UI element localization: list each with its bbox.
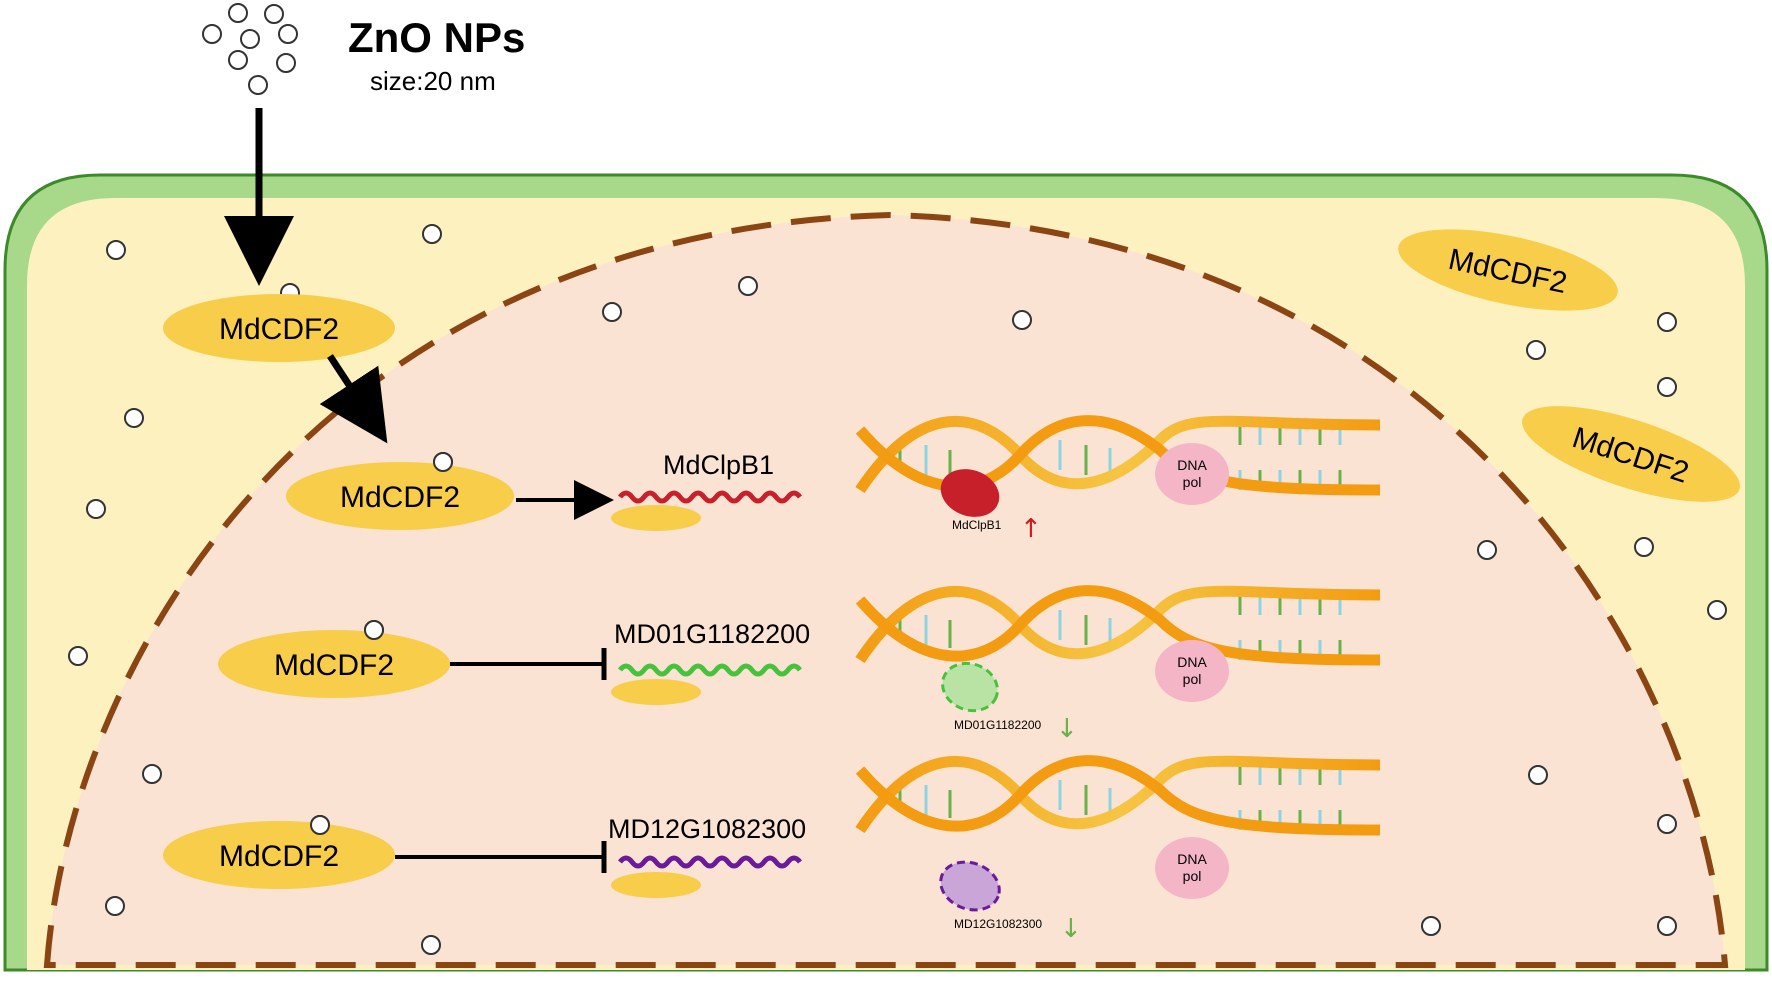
promoter-bound-protein bbox=[611, 679, 701, 705]
svg-text:pol: pol bbox=[1183, 671, 1202, 687]
nanoparticle-bound bbox=[364, 620, 384, 640]
up-arrow-icon: ↑ bbox=[1020, 514, 1042, 544]
bound-factor-md12g1082300 bbox=[939, 860, 1001, 912]
mdcdf2-cytoplasm-right-1 bbox=[1398, 229, 1618, 311]
svg-text:pol: pol bbox=[1183, 868, 1202, 884]
zno-nanoparticles bbox=[202, 3, 298, 95]
svg-text:DNA: DNA bbox=[1177, 851, 1207, 867]
mdcdf2-label: MdCDF2 bbox=[274, 649, 394, 682]
mdcdf2-cytoplasm-entry bbox=[163, 294, 395, 362]
dna-polymerase-2: DNA pol bbox=[1155, 640, 1229, 702]
promoter-bound-protein bbox=[611, 872, 701, 898]
gene-name-mdclpb1: MdClpB1 bbox=[663, 450, 774, 480]
mdcdf2-label: MdCDF2 bbox=[219, 313, 339, 346]
gene-name-md12g1082300: MD12G1082300 bbox=[608, 814, 806, 844]
mdcdf2-label: MdCDF2 bbox=[340, 481, 460, 514]
nanoparticle-bound bbox=[433, 452, 453, 472]
mdcdf2-nucleus-1 bbox=[286, 462, 514, 530]
mrna-mdclpb1 bbox=[618, 490, 802, 504]
nanoparticle-bound bbox=[310, 815, 330, 835]
mdcdf2-nucleus-3 bbox=[163, 821, 395, 889]
down-arrow-icon: ↓ bbox=[1060, 914, 1082, 944]
gene-name-md01g1182200: MD01G1182200 bbox=[614, 619, 810, 649]
mdcdf2-label: MdCDF2 bbox=[219, 840, 339, 873]
zno-size: size:20 nm bbox=[370, 66, 496, 96]
marker-label-md12g1082300: MD12G1082300 bbox=[954, 917, 1042, 931]
mdcdf2-cytoplasm-right-2 bbox=[1522, 406, 1740, 502]
mrna-md01g1182200 bbox=[618, 663, 802, 677]
bound-factor-mdclpb1 bbox=[940, 469, 1000, 517]
nucleus bbox=[47, 215, 1725, 965]
import-arrow bbox=[319, 354, 388, 444]
dna-polymerase-3: DNA pol bbox=[1155, 837, 1229, 899]
nuclear-membrane bbox=[43, 211, 1729, 968]
down-arrow-icon: ↓ bbox=[1056, 714, 1078, 744]
dna-polymerase-1: DNA pol bbox=[1155, 443, 1229, 505]
mrna-md12g1082300 bbox=[618, 855, 802, 869]
svg-text:pol: pol bbox=[1183, 474, 1202, 490]
dna-fork-3 bbox=[855, 755, 1381, 836]
marker-label-md01g1182200: MD01G1182200 bbox=[954, 718, 1041, 732]
bound-factor-md01g1182200 bbox=[941, 661, 999, 713]
mdcdf2-nucleus-2 bbox=[218, 630, 450, 698]
svg-text:DNA: DNA bbox=[1177, 457, 1207, 473]
dna-fork-2 bbox=[855, 585, 1381, 666]
zno-title: ZnO NPs bbox=[348, 14, 525, 61]
marker-label-mdclpb1: MdClpB1 bbox=[952, 518, 1002, 532]
svg-text:DNA: DNA bbox=[1177, 654, 1207, 670]
promoter-bound-protein bbox=[611, 505, 701, 531]
